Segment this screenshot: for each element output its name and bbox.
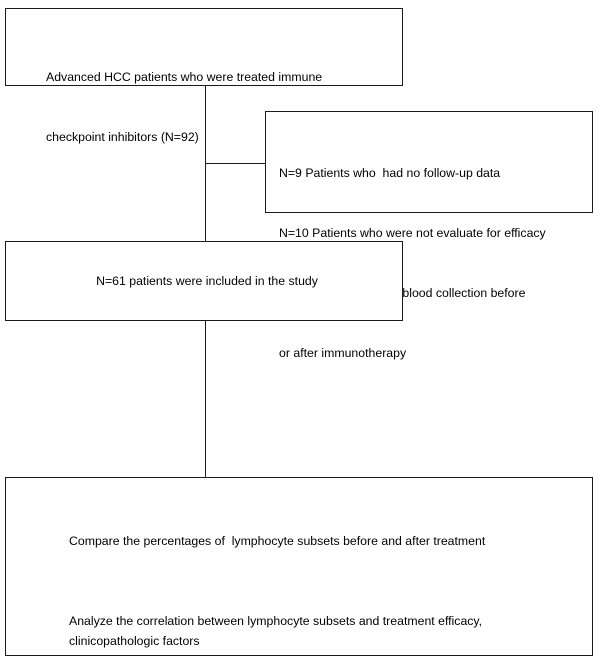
enrolled-line-2: checkpoint inhibitors (N=92) bbox=[46, 130, 199, 144]
analysis-objective-1: Compare the percentages of lymphocyte su… bbox=[69, 534, 486, 548]
node-excluded-patients: N=9 Patients who had no follow-up data N… bbox=[265, 111, 593, 360]
connector-included-to-analysis bbox=[205, 321, 207, 478]
connector-enrolled-to-included bbox=[205, 86, 207, 242]
node-included-patients: N=61 patients were included in the study bbox=[5, 241, 403, 321]
node-enrolled-patients: Advanced HCC patients who were treated i… bbox=[5, 8, 403, 144]
enrolled-line-1: Advanced HCC patients who were treated i… bbox=[46, 70, 323, 84]
node-analysis-objectives: Compare the percentages of lymphocyte su… bbox=[5, 477, 593, 656]
excluded-line-1: N=9 Patients who had no follow-up data bbox=[279, 166, 501, 180]
connector-branch-to-excluded bbox=[205, 162, 266, 164]
excluded-line-4: or after immunotherapy bbox=[279, 346, 407, 360]
analysis-objective-2: Analyze the correlation between lymphocy… bbox=[69, 614, 483, 648]
excluded-line-2: N=10 Patients who were not evaluate for … bbox=[279, 226, 546, 240]
included-label: N=61 patients were included in the study bbox=[96, 274, 318, 288]
